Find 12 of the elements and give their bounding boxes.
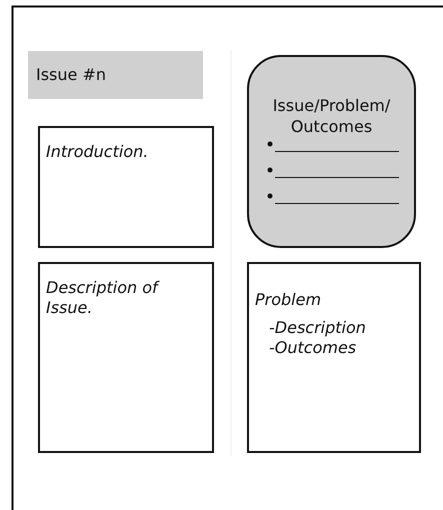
text-box <box>38 126 214 248</box>
box-text: Description of Issue. <box>46 278 160 318</box>
header-band <box>28 51 203 99</box>
text-box <box>247 262 421 453</box>
box-heading: Problem <box>255 290 322 310</box>
box-text: Introduction. <box>46 142 150 162</box>
list-item: -Description <box>268 318 367 338</box>
box-heading: Issue/Problem/ Outcomes <box>272 95 392 137</box>
text-box <box>38 262 214 453</box>
list-item: -Outcomes <box>268 338 358 358</box>
section-heading: Issue #n <box>36 65 108 85</box>
rounded-box <box>247 55 416 248</box>
